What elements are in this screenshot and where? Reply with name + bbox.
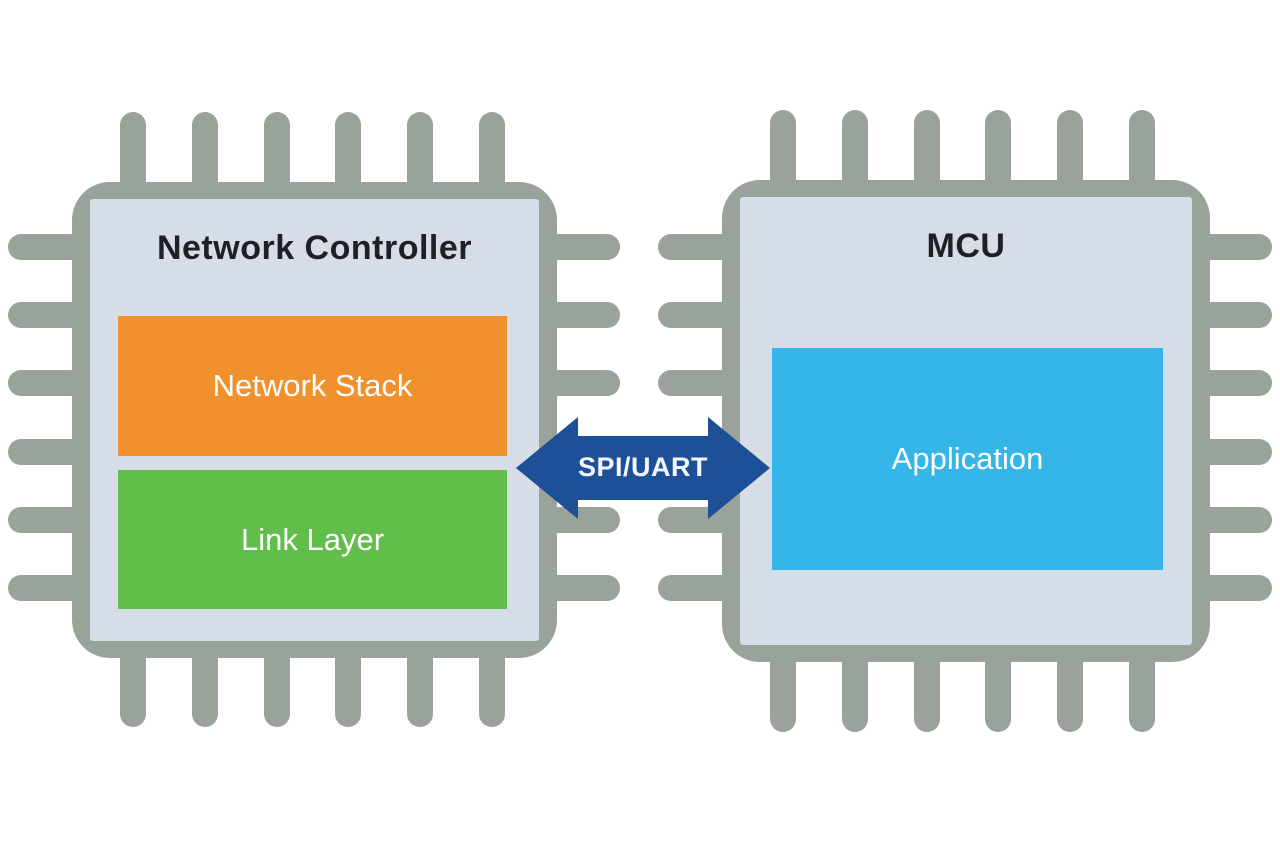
- link-layer-block: Link Layer: [118, 470, 507, 609]
- chip-inner-panel: Network Controller Network Stack Link La…: [90, 199, 539, 641]
- network-controller-title: Network Controller: [156, 229, 473, 267]
- chip-pin: [120, 112, 146, 187]
- chip-pin: [985, 110, 1012, 185]
- chip-pin: [263, 650, 290, 727]
- chip-pin: [913, 655, 940, 732]
- chip-inner-panel: MCU Application: [740, 197, 1192, 645]
- chip-pin: [407, 650, 434, 727]
- network-stack-block: Network Stack: [118, 316, 507, 456]
- chip-pin: [1057, 110, 1084, 185]
- chip-pin: [770, 110, 796, 185]
- double-arrow-icon: [516, 417, 770, 519]
- link-layer-label: Link Layer: [240, 521, 385, 557]
- chip-pin: [1057, 655, 1084, 732]
- chip-frame: MCU Application: [722, 180, 1210, 662]
- chip-pin: [263, 112, 290, 187]
- chip-pin: [841, 655, 868, 732]
- chip-pin: [191, 112, 218, 187]
- chip-pin: [478, 112, 505, 187]
- spi-uart-label: SPI/UART: [577, 451, 708, 482]
- spi-uart-arrow: SPI/UART: [514, 415, 772, 521]
- application-block: Application: [772, 348, 1163, 570]
- chip-pin: [913, 110, 940, 185]
- chip-pins-top: [120, 112, 505, 187]
- chip-pin: [191, 650, 218, 727]
- application-label: Application: [891, 441, 1044, 476]
- chip-pin: [335, 650, 362, 727]
- chip-pin: [335, 112, 362, 187]
- chip-pin: [407, 112, 434, 187]
- chip-pin: [1128, 110, 1155, 185]
- mcu-title: MCU: [926, 227, 1006, 265]
- network-stack-label: Network Stack: [212, 368, 413, 403]
- chip-pin: [770, 655, 796, 732]
- chip-pin: [841, 110, 868, 185]
- chip-pin: [120, 650, 146, 727]
- chip-pins-bottom: [120, 650, 505, 727]
- chip-pins-bottom: [770, 655, 1155, 732]
- chip-pins-top: [770, 110, 1155, 185]
- chip-pin: [1128, 655, 1155, 732]
- chip-pin: [985, 655, 1012, 732]
- chip-frame: Network Controller Network Stack Link La…: [72, 182, 557, 658]
- chip-pin: [478, 650, 505, 727]
